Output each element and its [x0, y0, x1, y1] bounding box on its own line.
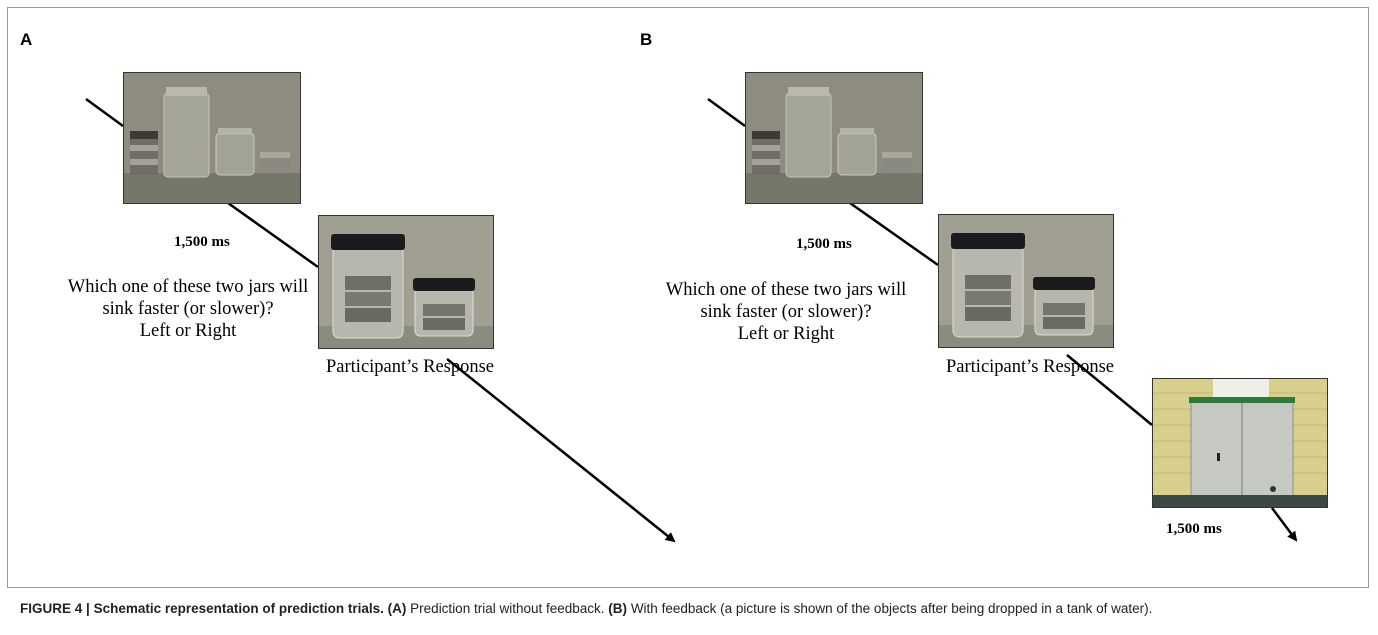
panel-b-feedback-timing-label: 1,500 ms	[1166, 521, 1222, 537]
panel-b-feedback-photo-water-tank	[1152, 378, 1328, 508]
panel-a-question-line-1: Which one of these two jars will	[67, 277, 309, 297]
caption-figure-number: FIGURE 4 |	[20, 601, 90, 616]
panel-a-response-label: Participant’s Response	[326, 357, 495, 377]
caption-a-text: Prediction trial without feedback.	[410, 601, 605, 616]
panel-b-stimulus-photo-all-jars	[745, 72, 923, 204]
panel-a-question-line-3: Left or Right	[139, 321, 237, 341]
panel-b-question-line-1: Which one of these two jars will	[665, 280, 907, 300]
panel-b-stimulus-photo-jar-pair	[938, 214, 1114, 348]
panel-b-question: Which one of these two jars will sink fa…	[636, 279, 936, 345]
panel-a-timing-label: 1,500 ms	[174, 234, 230, 250]
caption-a-ref: (A)	[387, 601, 407, 616]
caption-b-text: With feedback (a picture is shown of the…	[630, 601, 1153, 616]
caption-b-ref: (B)	[608, 601, 628, 616]
panel-a-stimulus-photo-jar-pair	[318, 215, 494, 349]
panel-b-letter: B	[640, 30, 653, 49]
panel-b-response-label: Participant’s Response	[946, 357, 1115, 377]
panel-b-question-line-3: Left or Right	[737, 324, 835, 344]
caption-title: Schematic representation of prediction t…	[93, 601, 384, 616]
panel-a-letter: A	[20, 30, 33, 49]
panel-a-question-line-2: sink faster (or slower)?	[102, 299, 274, 319]
panel-a-question: Which one of these two jars will sink fa…	[38, 276, 338, 342]
figure-caption: FIGURE 4 | Schematic representation of p…	[20, 598, 1360, 619]
panel-b-timing-label: 1,500 ms	[796, 236, 852, 252]
panel-a-stimulus-photo-all-jars	[123, 72, 301, 204]
panel-b-question-line-2: sink faster (or slower)?	[700, 302, 872, 322]
figure-frame	[7, 7, 1369, 588]
